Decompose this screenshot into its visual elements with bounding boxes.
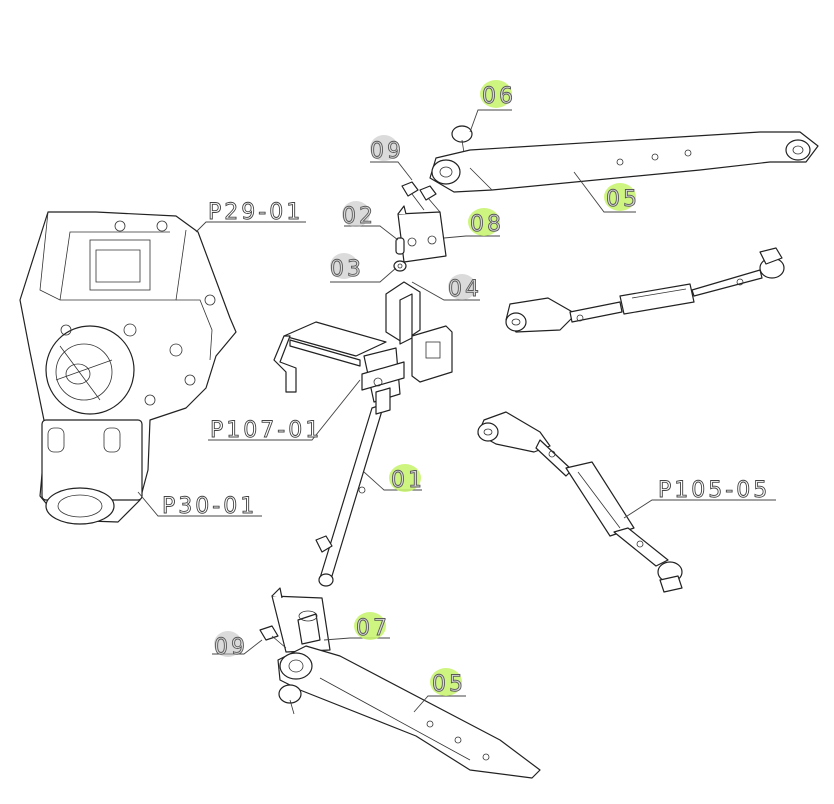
lift-arm-bottom (277, 645, 541, 779)
turnbuckle-bottom (477, 411, 683, 593)
callout-08: 08 (470, 212, 504, 237)
lift-arm-top (429, 131, 819, 193)
bolt-09-bottom (259, 625, 287, 649)
pin-06-bottom (278, 684, 302, 715)
support-frame (273, 281, 453, 403)
labels: 06 09 02 08 03 04 05 P29-01 P107-01 01 P… (162, 84, 770, 698)
pin-02 (395, 237, 405, 255)
callout-05-top: 05 (606, 187, 640, 212)
label-p105-05: P105-05 (658, 478, 770, 503)
turnbuckle-top (505, 247, 785, 333)
callout-02: 02 (342, 204, 376, 229)
gearbox-housing (19, 211, 237, 525)
label-highlights (214, 80, 636, 696)
callout-03: 03 (330, 257, 364, 282)
callout-01: 01 (391, 468, 425, 493)
leader-lines (137, 109, 776, 713)
callout-04: 04 (448, 277, 482, 302)
callout-09-top: 09 (370, 139, 404, 164)
callout-06: 06 (482, 84, 516, 109)
callout-09-bottom: 09 (214, 635, 248, 660)
callout-05-bottom: 05 (432, 672, 466, 697)
vertical-link-01 (315, 387, 391, 587)
washer-03 (393, 260, 407, 272)
plate-08 (397, 205, 447, 263)
callout-07: 07 (356, 616, 390, 641)
label-p29-01: P29-01 (208, 200, 303, 225)
bracket-07 (271, 587, 331, 653)
label-p107-01: P107-01 (210, 418, 322, 443)
bolts-09-top (401, 181, 441, 213)
label-p30-01: P30-01 (162, 494, 257, 519)
